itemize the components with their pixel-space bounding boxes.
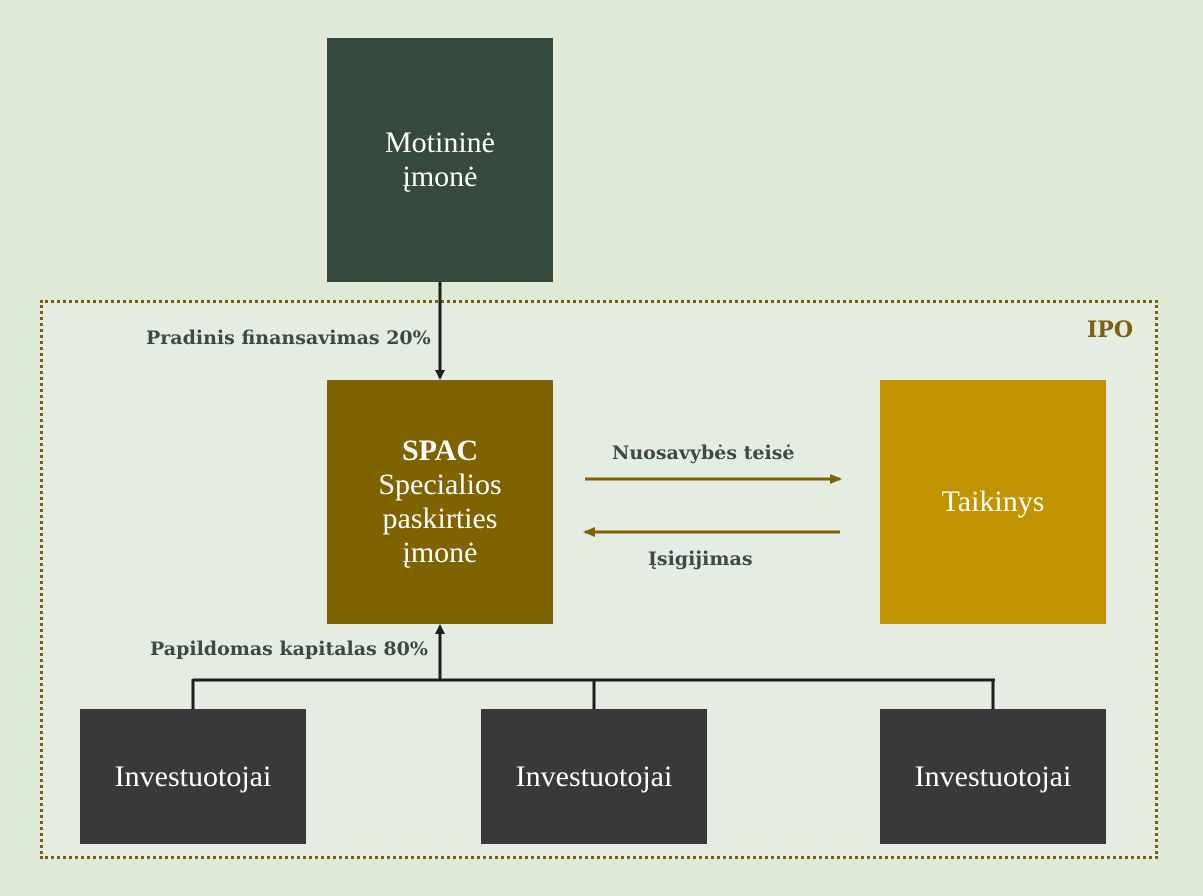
parent-company-line1: Motininė	[385, 126, 495, 159]
additional-capital-label: Papildomas kapitalas 80%	[150, 638, 428, 660]
acquisition-label: Įsigijimas	[648, 548, 753, 570]
investor-label-1: Investuotojai	[114, 759, 272, 793]
spac-line3: įmonė	[402, 536, 478, 569]
investor-label-2: Investuotojai	[515, 759, 673, 793]
investor-node-2: Investuotojai	[481, 709, 707, 844]
ownership-label: Nuosavybės teisė	[612, 442, 795, 464]
investor-label-3: Investuotojai	[914, 759, 1072, 793]
spac-line2: paskirties	[382, 502, 498, 535]
ipo-label: IPO	[1087, 317, 1133, 343]
investor-node-1: Investuotojai	[80, 709, 306, 844]
spac-title: SPAC	[401, 434, 479, 467]
target-label: Taikinys	[941, 485, 1045, 518]
initial-funding-label: Pradinis finansavimas 20%	[146, 327, 431, 349]
spac-node: SPAC Specialios paskirties įmonė	[327, 380, 553, 624]
spac-line1: Specialios	[378, 468, 502, 501]
parent-company-node: Motininė įmonė	[327, 38, 553, 282]
target-node: Taikinys	[880, 380, 1106, 624]
investor-node-3: Investuotojai	[880, 709, 1106, 844]
parent-company-line2: įmonė	[402, 160, 478, 193]
